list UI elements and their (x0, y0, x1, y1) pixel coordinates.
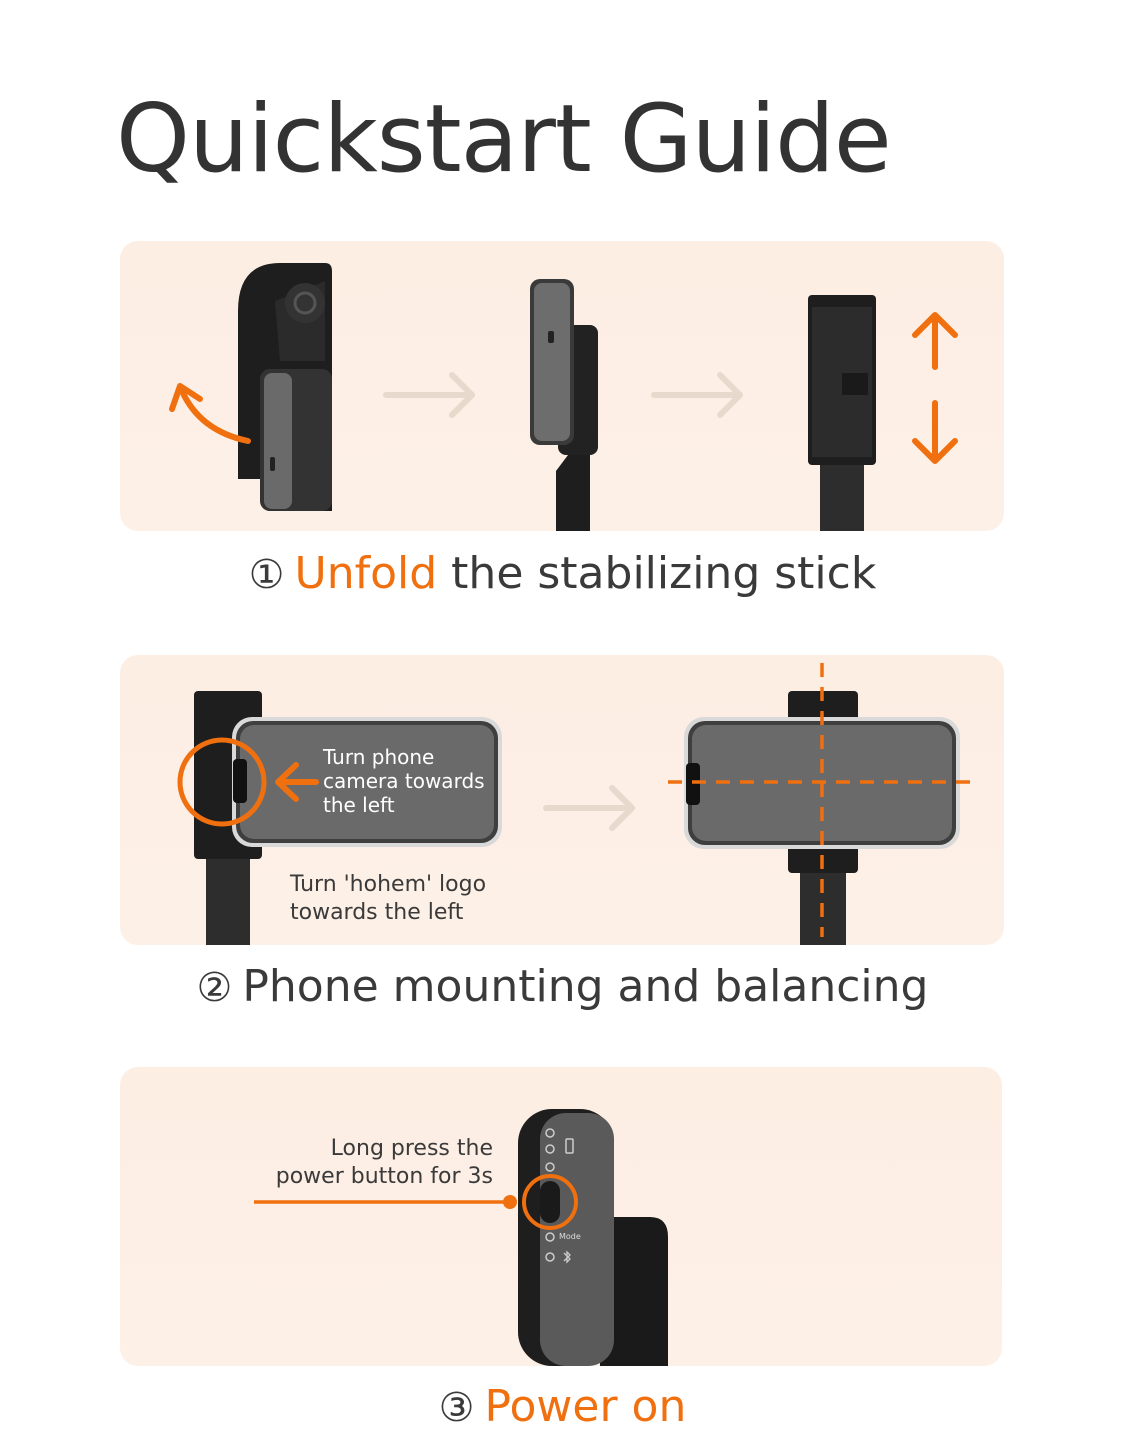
mode-label: Mode (559, 1232, 581, 1241)
logo-highlight-circle (177, 737, 267, 827)
power-button-highlight-icon (522, 1174, 578, 1230)
step-number: ① (248, 552, 285, 598)
step1-text: the stabilizing stick (437, 548, 877, 599)
up-arrow-icon (912, 312, 958, 370)
side-view-gimbal-image (530, 279, 598, 531)
step-number: ② (196, 965, 233, 1011)
step1-highlight: Unfold (294, 548, 438, 599)
power-note: Long press the power button for 3s (275, 1136, 493, 1189)
phone-camera-note: Turn phone camera towards the left (323, 745, 485, 817)
rotate-arrow-icon (179, 388, 251, 444)
gimbal-handle-image (518, 1109, 668, 1366)
step1-illustration (169, 263, 958, 531)
right-arrow-icon (651, 372, 743, 418)
step3-highlight: Power on (484, 1381, 687, 1432)
left-arrow-icon (275, 762, 319, 802)
step3-panel (120, 1067, 1002, 1366)
folded-gimbal-image (238, 263, 332, 511)
power-button (540, 1181, 560, 1223)
crosshair-icon (668, 663, 978, 937)
step2-illustration (177, 663, 978, 945)
right-arrow-icon (383, 372, 475, 418)
battery-icon (565, 1138, 574, 1154)
right-arrow-icon (543, 785, 635, 831)
down-arrow-icon (912, 400, 958, 464)
step3-illustration (254, 1109, 668, 1366)
step2-panel (120, 655, 1004, 945)
page-title: Quickstart Guide (116, 85, 892, 194)
balanced-phone-image (684, 691, 960, 945)
step-number: ③ (438, 1385, 475, 1431)
logo-note: Turn 'hohem' logo towards the left (290, 872, 487, 925)
step2-text: Phone mounting and balancing (242, 961, 929, 1012)
step1-panel (120, 241, 1004, 531)
unfolded-gimbal-image (808, 295, 876, 531)
bluetooth-icon (563, 1250, 571, 1264)
